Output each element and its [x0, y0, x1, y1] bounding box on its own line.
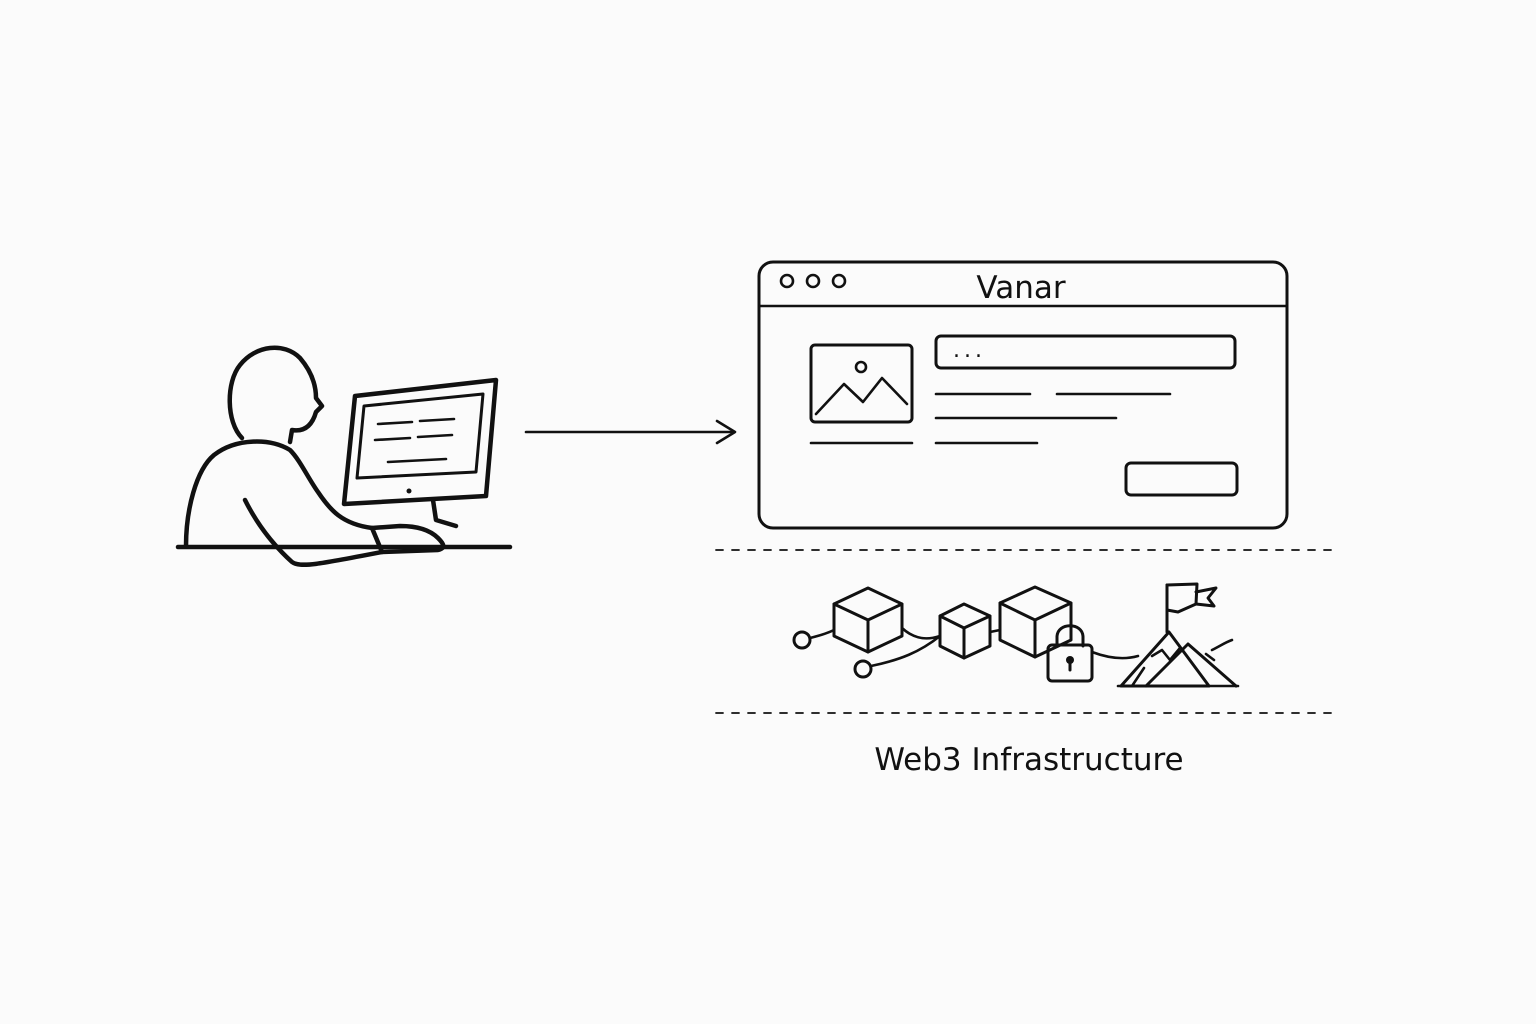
image-placeholder-icon [809, 343, 914, 424]
window-title: Vanar [976, 270, 1065, 306]
browser-window: Vanar ... [757, 260, 1289, 530]
person-at-computer-icon [175, 345, 513, 568]
padlock-icon [1046, 624, 1140, 683]
search-input[interactable] [934, 334, 1237, 370]
mountain-flag-icon [1116, 582, 1240, 688]
blockchain-blocks-icon [792, 585, 1073, 679]
window-control-minimize[interactable] [805, 273, 821, 289]
window-control-maximize[interactable] [831, 273, 847, 289]
action-button[interactable] [1124, 461, 1239, 497]
content-text-lines [809, 392, 1172, 445]
infrastructure-caption: Web3 Infrastructure [874, 742, 1183, 778]
window-control-close[interactable] [779, 273, 795, 289]
search-placeholder: ... [953, 338, 986, 363]
arrow-right-icon [524, 419, 737, 445]
